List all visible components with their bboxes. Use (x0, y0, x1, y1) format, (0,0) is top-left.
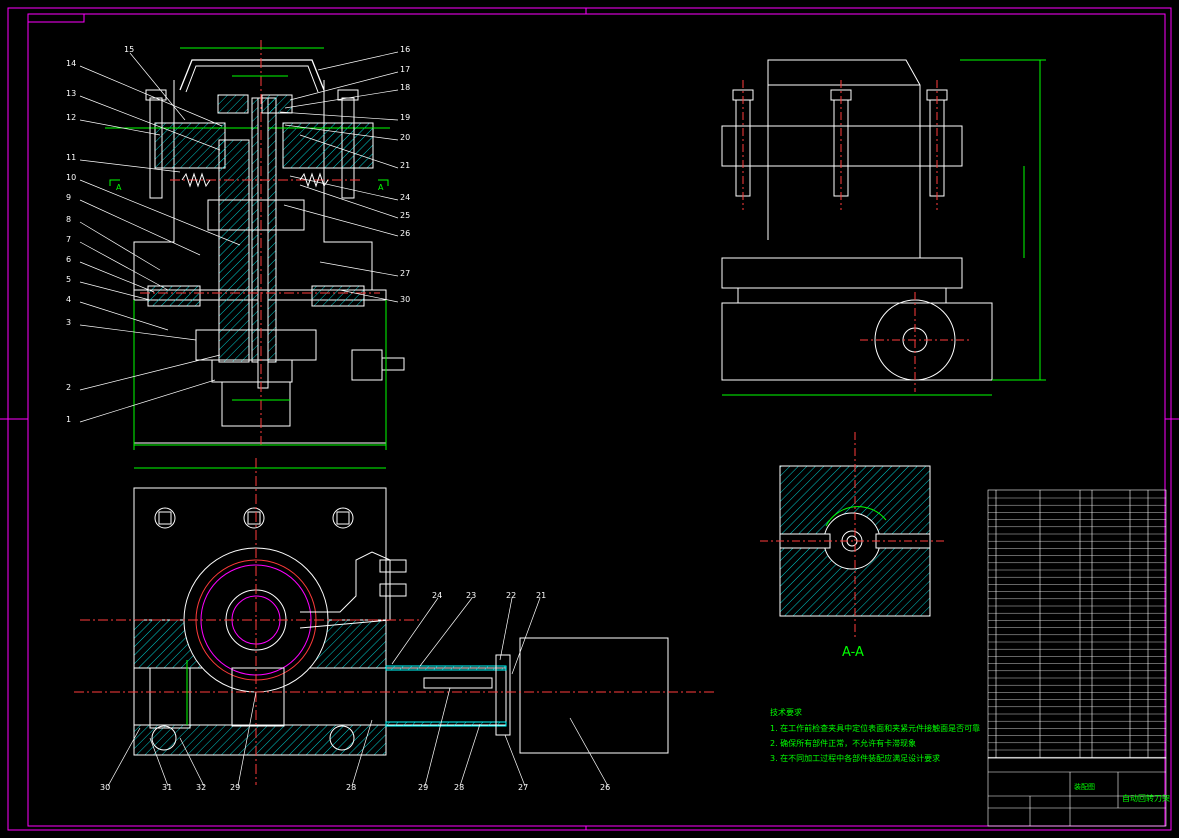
callout-right-17: 17 (400, 65, 410, 74)
callout-bottom-4: 28 (346, 783, 356, 792)
callout-bottom-1: 31 (162, 783, 172, 792)
callout-right-30: 30 (400, 295, 410, 304)
section-marker-left: A (116, 183, 122, 192)
callout-labels: 1413121110987654321161718192021242526273… (66, 45, 610, 792)
callout-right-24: 24 (400, 193, 410, 202)
callout-right-16: 16 (400, 45, 410, 54)
callout-right-26: 26 (400, 229, 410, 238)
callout-bottom-6: 28 (454, 783, 464, 792)
parts-list (987, 489, 1167, 759)
callout-right-19: 19 (400, 113, 410, 122)
notes-title: 技术要求 (770, 707, 802, 717)
callout-left-5: 5 (66, 275, 71, 284)
callout-bottom-0: 30 (100, 783, 110, 792)
callout-right-27: 27 (400, 269, 410, 278)
callout-left-10: 10 (66, 173, 76, 182)
callout-right-20: 20 (400, 133, 410, 142)
callout-plan-top-22: 22 (506, 591, 516, 600)
notes-line-2: 2. 确保所有部件正常，不允许有卡滞现象 (770, 738, 916, 748)
front-section-view (79, 40, 405, 450)
callout-plan-top-24: 24 (432, 591, 442, 600)
section-marker-right: A (378, 183, 384, 192)
callout-left-9: 9 (66, 193, 71, 202)
callout-plan-top-23: 23 (466, 591, 476, 600)
callout-bottom-8: 26 (600, 783, 610, 792)
callout-left-3: 3 (66, 318, 71, 327)
corner-tag (27, 13, 85, 23)
section-label: A-A (842, 645, 864, 660)
callout-right-21: 21 (400, 161, 410, 170)
callout-left-7: 7 (66, 235, 71, 244)
callout-left-8: 8 (66, 215, 71, 224)
callout-left-2: 2 (66, 383, 71, 392)
callout-bottom-7: 27 (518, 783, 528, 792)
callout-left-11: 11 (66, 153, 76, 162)
callout-left-6: 6 (66, 255, 71, 264)
callout-left-4: 4 (66, 295, 71, 304)
callout-top-15: 15 (124, 45, 134, 54)
title-block (987, 757, 1167, 827)
side-view (721, 59, 1046, 396)
inner-frame (27, 13, 1166, 827)
callout-left-1: 1 (66, 415, 71, 424)
callout-bottom-5: 29 (418, 783, 428, 792)
callout-bottom-2: 32 (196, 783, 206, 792)
callout-left-12: 12 (66, 113, 76, 122)
callout-right-25: 25 (400, 211, 410, 220)
callout-left-14: 14 (66, 59, 76, 68)
callout-right-18: 18 (400, 83, 410, 92)
callout-left-13: 13 (66, 89, 76, 98)
title-block-label: 装配图 (1074, 782, 1095, 791)
parts-list-rows (988, 497, 1166, 758)
notes-line-3: 3. 在不同加工过程中各部件装配应满足设计要求 (770, 753, 940, 763)
plan-view (74, 458, 716, 787)
callout-plan-top-21: 21 (536, 591, 546, 600)
title-block-part-name: 自动回转刀架 (1122, 793, 1170, 803)
notes-line-1: 1. 在工作前检查夹具中定位表面和夹紧元件接触面是否可靠 (770, 723, 980, 733)
callout-bottom-3: 29 (230, 783, 240, 792)
section-aa-view (760, 432, 944, 640)
